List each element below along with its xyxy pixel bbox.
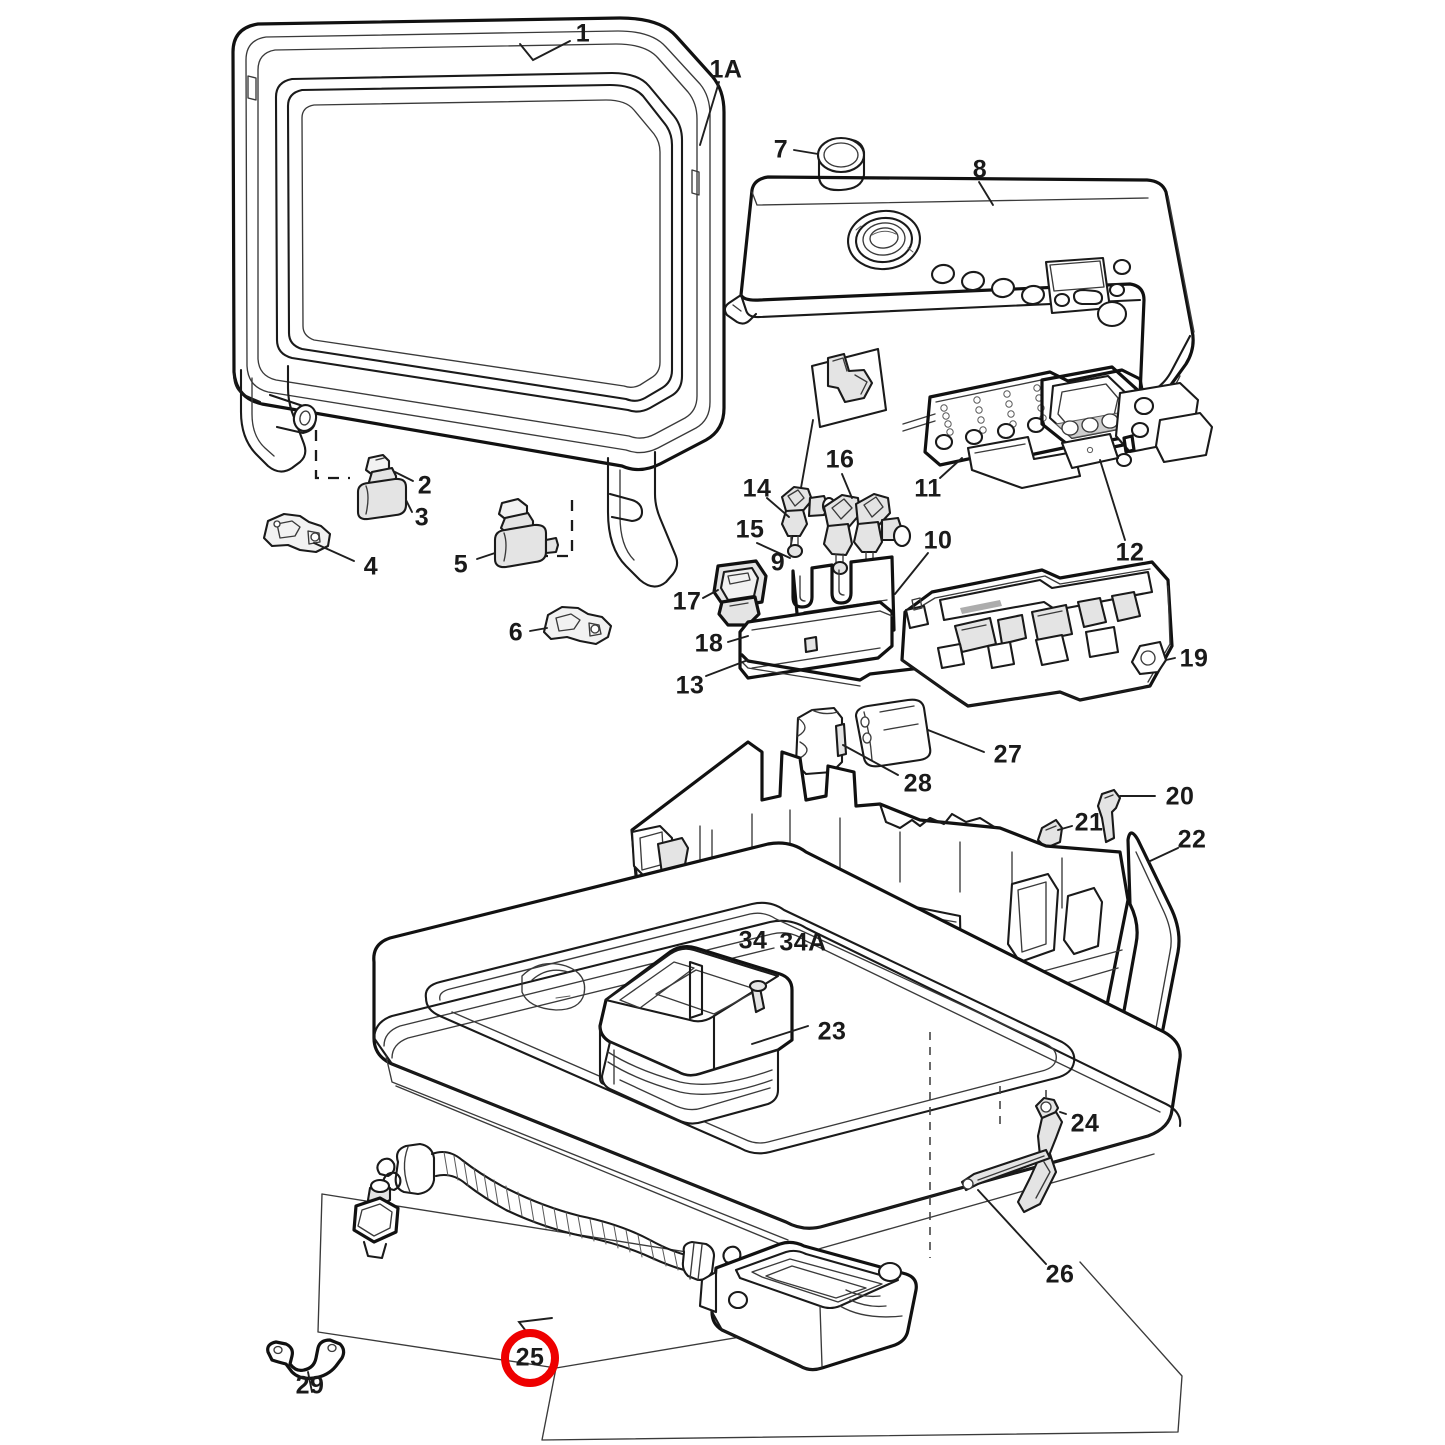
callout-28-capacitor-insulator: 28 [903,769,933,798]
callout-19-main-control-module: 19 [1179,644,1209,673]
part-cover-strip [705,600,1162,687]
part-main-control-module [900,560,1176,708]
callout-2-lid-striker-upper: 2 [417,471,433,500]
part-lid-lock-lever [929,1032,1067,1265]
part-panel-end-cap [789,347,888,551]
callout-23-detergent-dispenser-drawer: 23 [817,1017,847,1046]
callout-9-panel-end-cap: 9 [770,548,786,577]
callout-3-lid-striker-pin: 3 [414,503,430,532]
callout-10-wiring-shield: 10 [923,526,953,555]
callout-6-hinge-bracket-right: 6 [508,618,524,647]
callout-16-inlet-solenoid-valve: 16 [825,445,855,474]
callout-34a-dispenser-insert: 34A [779,928,827,957]
part-mains-switch [702,559,768,627]
callout-29-hose-clamp-bracket: 29 [295,1371,325,1400]
part-lid-assembly [231,16,726,588]
part-capacitor-assembly [794,698,985,776]
callout-12-display-module: 12 [1115,538,1145,567]
callout-13-harness-retainer: 13 [675,671,705,700]
callout-14-pressure-switch-hose: 14 [742,474,772,503]
part-control-panel [723,175,1195,414]
part-programmer-assembly [902,365,1214,541]
part-hinge-pin-clip [1036,788,1156,850]
callout-4-hinge-bracket-left: 4 [363,552,379,581]
callout-26-lock-actuating-rod: 26 [1045,1260,1075,1289]
callout-11-programmer-pcb: 11 [914,474,942,503]
part-selector-knob [793,136,866,192]
callout-15-water-inlet-filter: 15 [735,515,765,544]
part-drain-hose-assembly [317,1142,1183,1441]
callout-27-run-capacitor: 27 [993,740,1023,769]
callout-1-lid-outer-frame: 1 [575,19,591,48]
callout-7-program-selector-knob: 7 [773,135,789,164]
callout-18-cover-strip: 18 [694,629,724,658]
part-hose-bracket [266,1338,346,1393]
callout-34-dispenser-siphon-cap: 34 [738,926,768,955]
callout-25-drain-hose-assembly: 25 [515,1343,545,1372]
callout-8-control-panel-fascia: 8 [972,155,988,184]
callout-24-lid-lock-lever: 24 [1070,1109,1100,1138]
callout-17-mains-switch: 17 [672,587,702,616]
callout-1a-lid-hinge-trim: 1A [709,55,743,84]
callout-21-clip: 21 [1074,808,1104,837]
callout-5-striker-assembly-right: 5 [453,550,469,579]
callout-22-side-trim-panel: 22 [1177,825,1207,854]
part-dispenser-drawer [598,945,809,1125]
part-lid-hardware [262,430,613,646]
callout-20-hinge-pin: 20 [1165,782,1195,811]
